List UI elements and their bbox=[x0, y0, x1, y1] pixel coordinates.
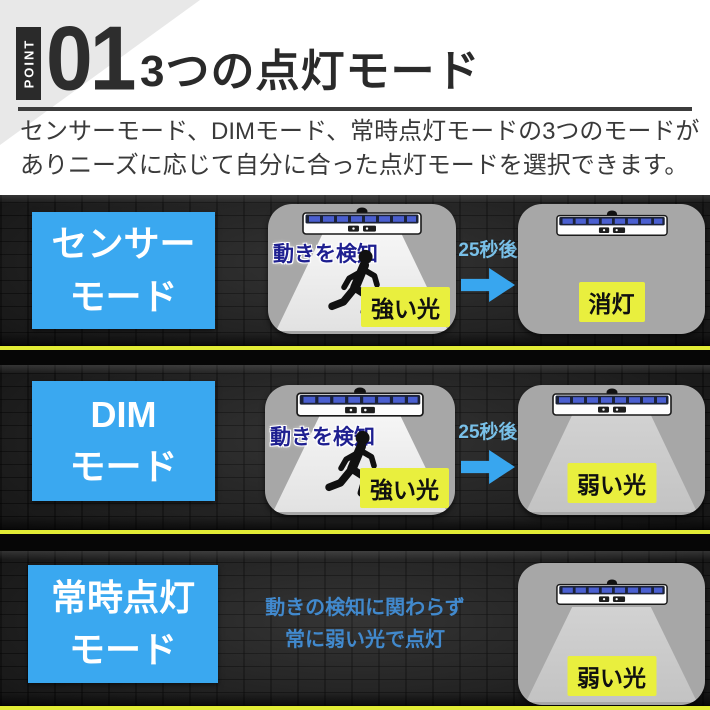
transition: 25秒後 bbox=[457, 235, 519, 302]
light-state-tag: 弱い光 bbox=[567, 656, 656, 696]
separator-line bbox=[0, 530, 710, 534]
transition-time-label: 25秒後 bbox=[458, 240, 518, 261]
solar-wall-light-icon bbox=[555, 210, 668, 236]
motion-detected-label: 動きを検知 bbox=[270, 426, 375, 449]
scene-panel-after: 消灯 bbox=[518, 204, 705, 334]
light-state-tag: 強い光 bbox=[360, 468, 449, 508]
mode-label-line2: モード bbox=[69, 275, 178, 317]
mode-label-dim: DIM モード bbox=[32, 381, 215, 501]
mode-label-line2: モード bbox=[68, 629, 177, 670]
mode-label-sensor: センサー モード bbox=[32, 212, 215, 329]
arrow-right-icon bbox=[461, 450, 515, 484]
row-dim-mode: DIM モード 動きを検知 bbox=[0, 365, 710, 530]
mode-description-line1: 動きの検知に関わらず bbox=[265, 597, 465, 619]
mode-label-line1: センサー bbox=[51, 223, 196, 265]
light-state-tag: 弱い光 bbox=[567, 463, 656, 503]
point-badge-label: POINT bbox=[21, 38, 37, 89]
solar-wall-light-icon bbox=[555, 579, 668, 605]
subtitle-line-2: ありニーズに応じて自分に合った点灯モードを選択できます。 bbox=[20, 152, 689, 179]
subtitle: センサーモード、DIMモード、常時点灯モードの3つのモードが ありニーズに応じて… bbox=[20, 115, 700, 183]
header-section: POINT 01 3つの点灯モード センサーモード、DIMモード、常時点灯モード… bbox=[0, 0, 710, 195]
mode-description-line2: 常に弱い光で点灯 bbox=[285, 629, 445, 651]
mode-label-always-on: 常時点灯 モード bbox=[28, 565, 218, 683]
transition: 25秒後 bbox=[457, 417, 519, 484]
point-number: 01 bbox=[46, 7, 136, 110]
scene-panel-always: 弱い光 bbox=[518, 563, 705, 705]
page-title: 3つの点灯モード bbox=[140, 47, 481, 96]
light-state-tag: 強い光 bbox=[361, 287, 450, 327]
solar-wall-light-icon bbox=[551, 388, 672, 416]
scene-panel-before: 動きを検知 強い光 bbox=[268, 204, 456, 334]
scene-panel-before: 動きを検知 強い光 bbox=[265, 385, 455, 515]
mode-label-line1: 常時点灯 bbox=[50, 576, 195, 618]
solar-wall-light-icon bbox=[296, 387, 424, 417]
separator-line bbox=[0, 346, 710, 350]
row-sensor-mode: センサー モード 動きを検知 bbox=[0, 195, 710, 346]
solar-wall-light-icon bbox=[302, 207, 422, 235]
title-divider bbox=[18, 107, 692, 111]
transition-time-label: 25秒後 bbox=[458, 422, 518, 443]
light-state-tag: 消灯 bbox=[578, 282, 645, 322]
scene-panel-after: 弱い光 bbox=[518, 385, 705, 515]
mode-label-line2: モード bbox=[69, 446, 178, 487]
point-badge: POINT bbox=[16, 27, 41, 100]
arrow-right-icon bbox=[461, 268, 515, 302]
motion-detected-label: 動きを検知 bbox=[273, 243, 378, 266]
separator-line bbox=[0, 706, 710, 710]
mode-label-line1: DIM bbox=[90, 393, 157, 435]
subtitle-line-1: センサーモード、DIMモード、常時点灯モードの3つのモードが bbox=[20, 118, 700, 145]
row-always-on-mode: 常時点灯 モード 動きの検知に関わらず 常に弱い光で点灯 弱い bbox=[0, 551, 710, 706]
